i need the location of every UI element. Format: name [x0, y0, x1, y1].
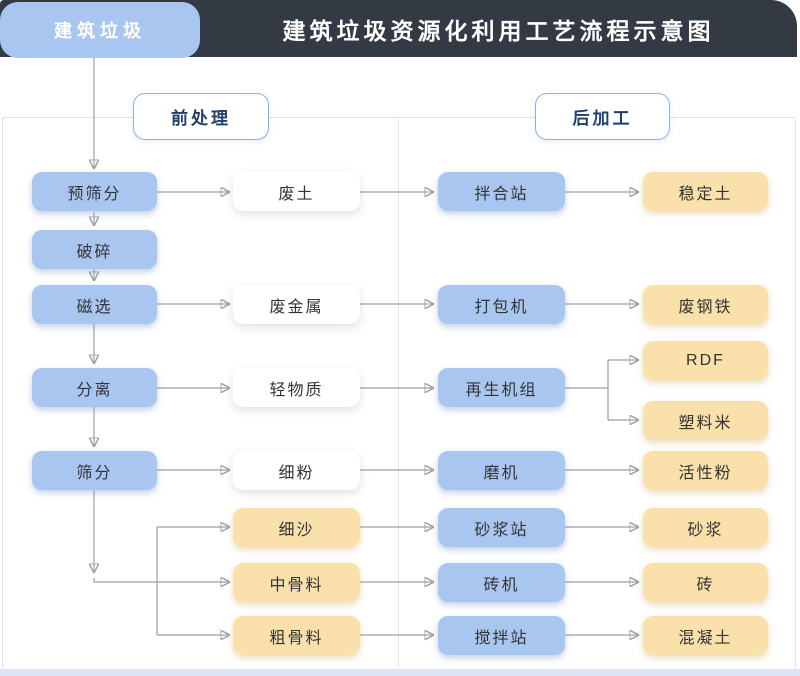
- node-fine-powder: 细粉: [233, 451, 360, 490]
- node-screening: 筛分: [32, 451, 157, 490]
- node-activated-powder: 活性粉: [643, 451, 768, 490]
- node-scrap-steel: 废钢铁: [643, 285, 768, 324]
- node-rdf: RDF: [643, 341, 768, 380]
- node-scrap-metal: 废金属: [233, 285, 360, 324]
- node-mill: 磨机: [438, 451, 565, 490]
- node-fine-sand: 细沙: [233, 508, 360, 547]
- node-baler: 打包机: [438, 285, 565, 324]
- node-mixing-plant: 拌合站: [438, 172, 565, 211]
- node-light-material: 轻物质: [233, 368, 360, 407]
- node-medium-aggregate: 中骨料: [233, 563, 360, 602]
- node-stabilized-soil: 稳定土: [643, 172, 768, 211]
- node-separation: 分离: [32, 368, 157, 407]
- node-brick-machine: 砖机: [438, 563, 565, 602]
- section-label-post-processing: 后加工: [535, 93, 670, 140]
- node-crushing: 破碎: [32, 230, 157, 269]
- section-label-pre-processing: 前处理: [133, 93, 269, 140]
- section-divider-line: [398, 117, 399, 668]
- node-plastic-pellets: 塑料米: [643, 401, 768, 440]
- page-title: 建筑垃圾资源化利用工艺流程示意图: [282, 17, 715, 44]
- node-waste-soil: 废土: [233, 172, 360, 211]
- node-concrete-mixing-plant: 搅拌站: [438, 616, 565, 655]
- node-mortar: 砂浆: [643, 508, 768, 547]
- node-concrete: 混凝土: [643, 616, 768, 655]
- node-mortar-plant: 砂浆站: [438, 508, 565, 547]
- node-pre-screening: 预筛分: [32, 172, 157, 211]
- source-tab-construction-waste: 建筑垃圾: [0, 2, 200, 58]
- node-magnetic-separation: 磁选: [32, 285, 157, 324]
- node-regeneration-unit: 再生机组: [438, 368, 565, 407]
- node-brick: 砖: [643, 563, 768, 602]
- node-coarse-aggregate: 粗骨料: [233, 616, 360, 655]
- footer-accent-strip: [0, 669, 800, 676]
